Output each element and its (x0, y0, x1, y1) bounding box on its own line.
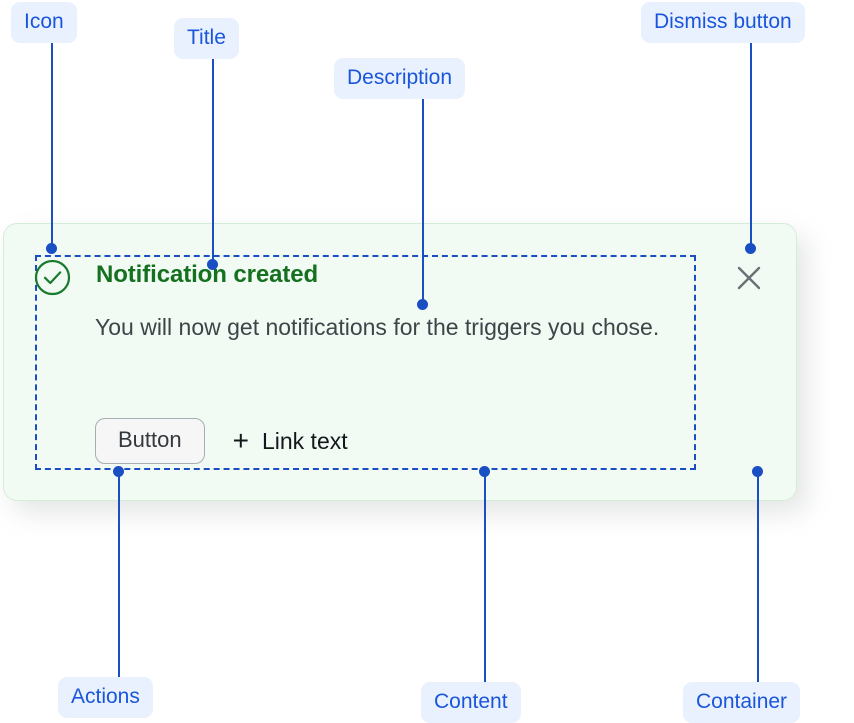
action-link[interactable]: + Link text (233, 427, 348, 455)
annotation-leader-line-icon (51, 42, 53, 249)
annotation-dot-dismiss-button (745, 243, 756, 254)
notification-description: You will now get notifications for the t… (95, 314, 660, 340)
annotation-dot-actions (113, 466, 124, 477)
annotation-leader-line-description (422, 98, 424, 305)
annotation-label-icon: Icon (11, 2, 77, 43)
action-link-label: Link text (261, 427, 348, 454)
plus-icon: + (232, 425, 249, 456)
annotation-leader-line-content (484, 476, 486, 682)
action-button[interactable]: Button (95, 418, 205, 464)
annotation-dot-description (417, 299, 428, 310)
check-circle-icon (33, 258, 72, 297)
annotation-label-actions: Actions (58, 677, 153, 718)
annotation-dot-title (207, 259, 218, 270)
annotation-dot-content (479, 466, 490, 477)
annotation-leader-line-dismiss-button (750, 42, 752, 249)
annotation-leader-line-title (212, 58, 214, 265)
annotation-dot-container (752, 466, 763, 477)
notification-actions: Button + Link text (95, 418, 348, 464)
annotation-label-dismiss-button: Dismiss button (641, 2, 805, 43)
annotation-dot-icon (46, 243, 57, 254)
dismiss-button[interactable] (734, 263, 764, 293)
annotation-leader-line-container (757, 476, 759, 682)
annotation-label-container: Container (683, 682, 801, 723)
annotation-label-content: Content (421, 682, 521, 723)
annotation-label-description: Description (334, 58, 466, 99)
annotation-leader-line-actions (118, 471, 120, 677)
annotation-label-title: Title (174, 18, 239, 59)
